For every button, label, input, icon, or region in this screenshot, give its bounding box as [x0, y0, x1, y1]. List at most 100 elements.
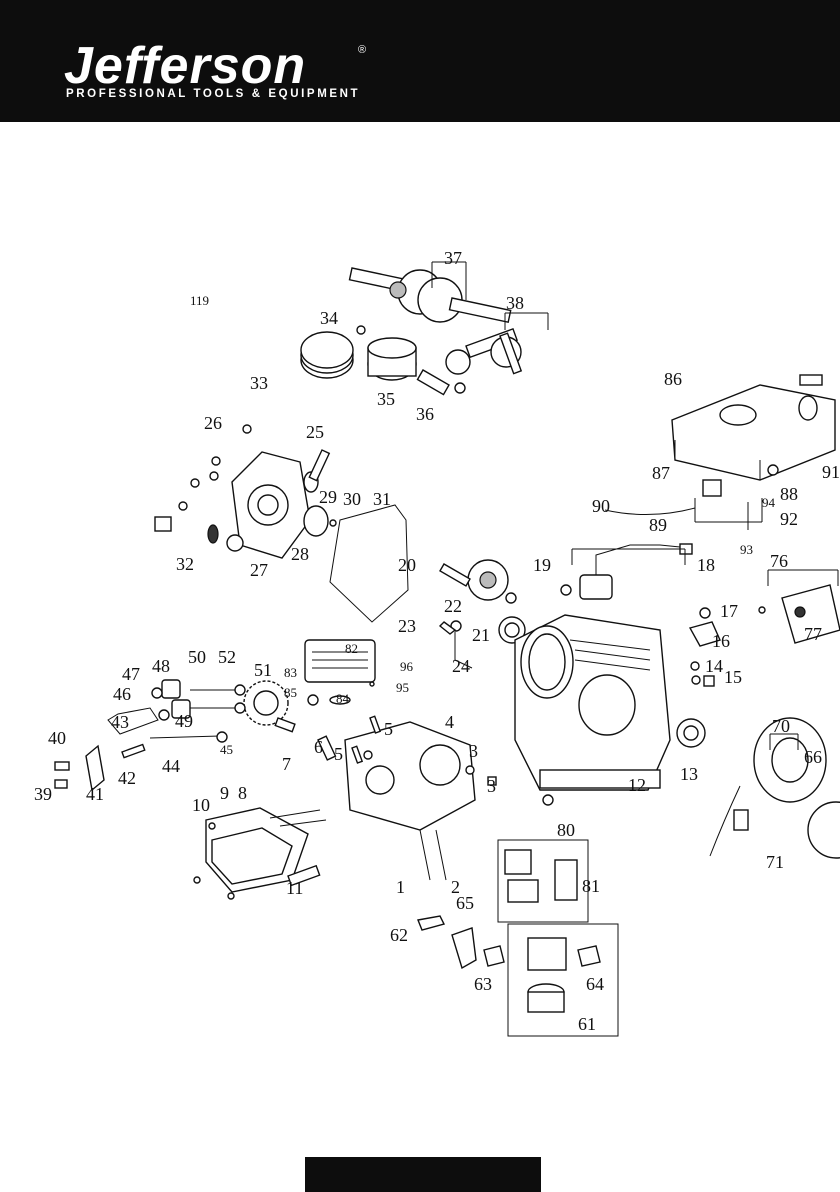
callout-86: 86	[664, 369, 682, 389]
callout-83: 83	[284, 665, 297, 680]
callout-15: 15	[724, 667, 742, 687]
callout-23: 23	[398, 616, 416, 636]
callout-85: 85	[284, 685, 297, 700]
callout-76: 76	[770, 551, 788, 571]
callout-43: 43	[111, 712, 129, 732]
callout-64: 64	[586, 974, 604, 994]
callout-20: 20	[398, 555, 416, 575]
callout-33: 33	[250, 373, 268, 393]
valve-train-illustration	[55, 680, 245, 790]
callout-40: 40	[48, 728, 66, 748]
callout-47: 47	[122, 664, 140, 684]
callout-22: 22	[444, 596, 462, 616]
brand-header: Jefferson ® PROFESSIONAL TOOLS & EQUIPME…	[0, 0, 840, 122]
crankcase-cover-illustration	[155, 425, 336, 558]
callout-95: 95	[396, 680, 409, 695]
callout-119: 119	[190, 293, 209, 308]
callout-90: 90	[592, 496, 610, 516]
callout-11: 11	[286, 878, 303, 898]
callout-49: 49	[175, 711, 193, 731]
callout-5b: 5	[384, 719, 393, 739]
callout-93: 93	[740, 542, 753, 557]
callout-24: 24	[452, 656, 470, 676]
callout-25: 25	[306, 422, 324, 442]
callout-94: 94	[762, 495, 776, 510]
callout-28: 28	[291, 544, 309, 564]
callout-16: 16	[712, 631, 730, 651]
registered-mark: ®	[358, 44, 366, 56]
callout-81: 81	[582, 876, 600, 896]
callout-12: 12	[628, 775, 646, 795]
callout-77: 77	[804, 624, 822, 644]
callout-3b: 3	[487, 776, 496, 796]
callout-39: 39	[34, 784, 52, 804]
callout-91: 91	[822, 462, 840, 482]
fuel-tank-illustration	[605, 375, 835, 530]
callout-46: 46	[113, 684, 131, 704]
callout-31: 31	[373, 489, 391, 509]
callout-36: 36	[416, 404, 434, 424]
crankcase-gasket-illustration	[330, 505, 408, 622]
callout-18: 18	[697, 555, 715, 575]
callout-30: 30	[343, 489, 361, 509]
callout-92: 92	[780, 509, 798, 529]
callout-13: 13	[680, 764, 698, 784]
callout-48: 48	[152, 656, 170, 676]
callout-51: 51	[254, 660, 272, 680]
callout-44: 44	[162, 756, 180, 776]
callout-50: 50	[188, 647, 206, 667]
valve-cover-illustration	[194, 808, 326, 899]
callout-8: 8	[238, 783, 247, 803]
callout-21: 21	[472, 625, 490, 645]
callout-65: 65	[456, 893, 474, 913]
callout-66: 66	[804, 747, 822, 767]
brand-logo: Jefferson	[64, 40, 306, 92]
callout-80: 80	[557, 820, 575, 840]
oil-sensor-illustration	[561, 544, 692, 599]
callout-37: 37	[444, 248, 462, 268]
callout-62: 62	[390, 925, 408, 945]
callout-88: 88	[780, 484, 798, 504]
callout-45: 45	[220, 742, 233, 757]
callout-7: 7	[282, 754, 291, 774]
oil-seal-illustration	[692, 676, 714, 686]
callout-42: 42	[118, 768, 136, 788]
callout-19: 19	[533, 555, 551, 575]
callout-1: 1	[396, 877, 405, 897]
brand-tagline: PROFESSIONAL TOOLS & EQUIPMENT	[66, 88, 360, 100]
piston-assembly-illustration	[301, 326, 465, 395]
callout-27: 27	[250, 560, 268, 580]
recoil-starter-illustration	[710, 718, 840, 858]
callout-84: 84	[336, 691, 350, 706]
callout-3a: 3	[469, 741, 478, 761]
exploded-parts-diagram: 119 37 38 34 33 35 36 26 25 29 30 31 28 …	[0, 122, 840, 1192]
crankshaft-illustration	[350, 262, 511, 322]
callout-14: 14	[705, 656, 723, 676]
connecting-rod-illustration	[446, 313, 548, 374]
callout-17: 17	[720, 601, 738, 621]
callout-96: 96	[400, 659, 414, 674]
callout-38: 38	[506, 293, 524, 313]
callout-32: 32	[176, 554, 194, 574]
callout-9: 9	[220, 783, 229, 803]
callout-5a: 5	[334, 744, 343, 764]
callout-70: 70	[772, 716, 790, 736]
callout-35: 35	[377, 389, 395, 409]
callout-4: 4	[445, 712, 454, 732]
callout-6: 6	[314, 737, 323, 757]
callout-71: 71	[766, 852, 784, 872]
footer-bar	[305, 1157, 541, 1192]
callout-52: 52	[218, 647, 236, 667]
engine-block-illustration	[515, 615, 705, 805]
callout-41: 41	[86, 784, 104, 804]
callout-61: 61	[578, 1014, 596, 1034]
air-filter-illustration	[498, 840, 588, 922]
callout-29: 29	[319, 487, 337, 507]
callout-10: 10	[192, 795, 210, 815]
callout-34: 34	[320, 308, 338, 328]
callout-87: 87	[652, 463, 670, 483]
callout-26: 26	[204, 413, 222, 433]
callout-63: 63	[474, 974, 492, 994]
callout-89: 89	[649, 515, 667, 535]
callout-82: 82	[345, 641, 358, 656]
